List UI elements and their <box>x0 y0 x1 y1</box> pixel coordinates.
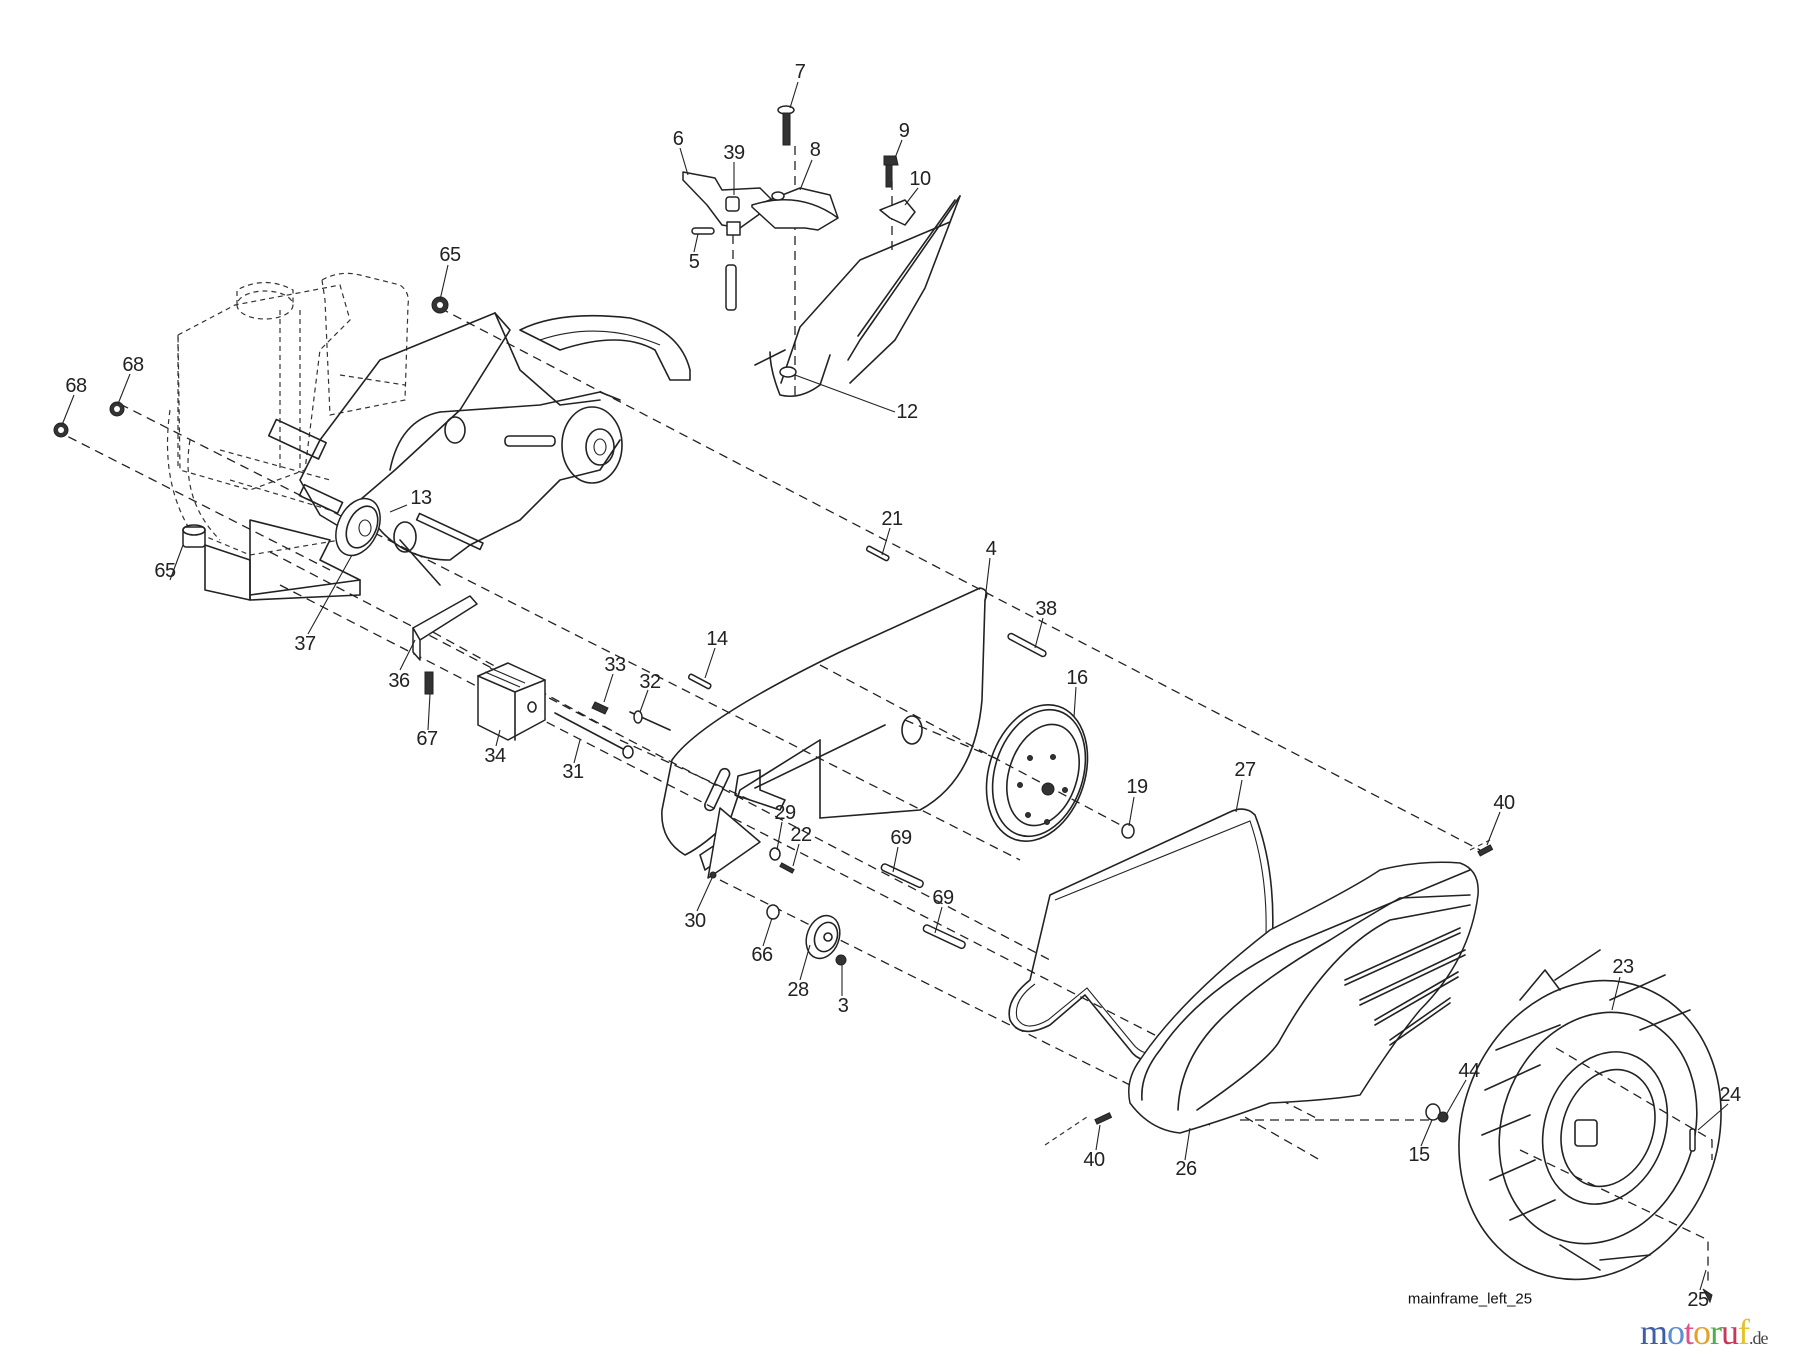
callout-37: 37 <box>294 633 316 655</box>
callout-39: 39 <box>723 142 745 164</box>
callout-3: 3 <box>837 995 849 1017</box>
logo-letter: r <box>1710 1312 1722 1352</box>
callout-26: 26 <box>1175 1158 1197 1180</box>
bolt-31 <box>554 712 626 751</box>
callout-69a: 69 <box>890 827 912 849</box>
callout-28: 28 <box>787 979 809 1001</box>
weight-bracket <box>412 595 478 695</box>
hairpin-clip-25 <box>1702 1288 1713 1304</box>
nut-68-a <box>109 401 125 417</box>
bolt-69-a <box>880 863 924 889</box>
callout-24: 24 <box>1719 1084 1741 1106</box>
callout-69b: 69 <box>932 887 954 909</box>
bolt-22 <box>779 862 795 874</box>
nut-44 <box>1437 1111 1449 1123</box>
callout-10: 10 <box>909 168 931 190</box>
nut-33 <box>591 701 609 715</box>
washer-19 <box>1121 823 1135 839</box>
depth-bar-assembly <box>682 105 916 311</box>
callout-19: 19 <box>1126 776 1148 798</box>
callout-67: 67 <box>416 728 438 750</box>
callout-21: 21 <box>881 508 903 530</box>
callout-32: 32 <box>639 671 661 693</box>
shaft <box>415 512 484 551</box>
logo-letter: m <box>1640 1312 1668 1352</box>
callout-9: 9 <box>898 120 910 142</box>
callout-29: 29 <box>774 802 796 824</box>
engine-drawing <box>166 272 409 556</box>
callout-44: 44 <box>1458 1060 1480 1082</box>
callout-30: 30 <box>684 910 706 932</box>
belt-cover-plate <box>661 587 988 871</box>
callout-68b: 68 <box>65 375 87 397</box>
nut-68-b <box>53 422 69 438</box>
transmission-pulley <box>985 703 1089 843</box>
callout-8: 8 <box>809 139 821 161</box>
callout-40a: 40 <box>1493 792 1515 814</box>
callout-4: 4 <box>985 538 997 560</box>
callout-25: 25 <box>1687 1289 1709 1311</box>
callout-14: 14 <box>706 628 728 650</box>
logo-letter: o <box>1667 1312 1685 1352</box>
screw-40-bottom <box>1094 1112 1113 1125</box>
pin-24 <box>1689 1128 1696 1152</box>
screw-40-top <box>1477 844 1494 857</box>
callout-31: 31 <box>562 761 584 783</box>
engine-pulley <box>298 483 381 557</box>
bolt-38 <box>1007 632 1047 658</box>
belt-cover <box>1128 861 1479 1134</box>
callout-65b: 65 <box>154 560 176 582</box>
callout-5: 5 <box>688 251 700 273</box>
washer-15 <box>1425 1103 1441 1121</box>
logo-letter: u <box>1721 1312 1739 1352</box>
assembly-axis-lines <box>54 140 1713 1285</box>
callout-6: 6 <box>672 128 684 150</box>
weight-block <box>477 662 546 741</box>
logo-letter: f <box>1738 1312 1750 1352</box>
callout-27: 27 <box>1234 759 1256 781</box>
callout-65a: 65 <box>439 244 461 266</box>
logo-tld: .de <box>1749 1328 1768 1348</box>
callout-23: 23 <box>1612 956 1634 978</box>
idler-bracket <box>707 807 761 879</box>
diagram-caption: mainframe_left_25 <box>1407 1290 1533 1308</box>
nut-65-top <box>431 296 449 314</box>
callout-7: 7 <box>794 61 806 83</box>
pin-21 <box>865 545 890 562</box>
callout-36: 36 <box>388 670 410 692</box>
logo-letter: t <box>1684 1312 1694 1352</box>
nut-3 <box>835 954 847 966</box>
bushing <box>393 521 417 553</box>
callout-34: 34 <box>484 745 506 767</box>
mainframe-drawing <box>204 312 691 601</box>
callout-33: 33 <box>604 654 626 676</box>
callout-15: 15 <box>1408 1144 1430 1166</box>
callout-16: 16 <box>1066 667 1088 689</box>
pin-14 <box>687 673 712 690</box>
callout-66: 66 <box>751 944 773 966</box>
callout-40b: 40 <box>1083 1149 1105 1171</box>
motoruf-logo[interactable]: motoruf.de <box>1640 1312 1769 1352</box>
tine-shield <box>754 195 961 398</box>
washer-29 <box>769 847 781 861</box>
washer-66 <box>766 904 780 920</box>
callout-12: 12 <box>896 401 918 423</box>
wheel <box>1458 949 1722 1281</box>
callout-22: 22 <box>790 824 812 846</box>
bolt-69-b <box>922 924 966 950</box>
callout-13: 13 <box>410 487 432 509</box>
callout-38: 38 <box>1035 598 1057 620</box>
callout-leaders <box>61 81 1729 1291</box>
nut-65-bottom <box>182 524 206 548</box>
callout-68a: 68 <box>122 354 144 376</box>
logo-letter: o <box>1693 1312 1711 1352</box>
idler-pulley <box>805 914 841 960</box>
